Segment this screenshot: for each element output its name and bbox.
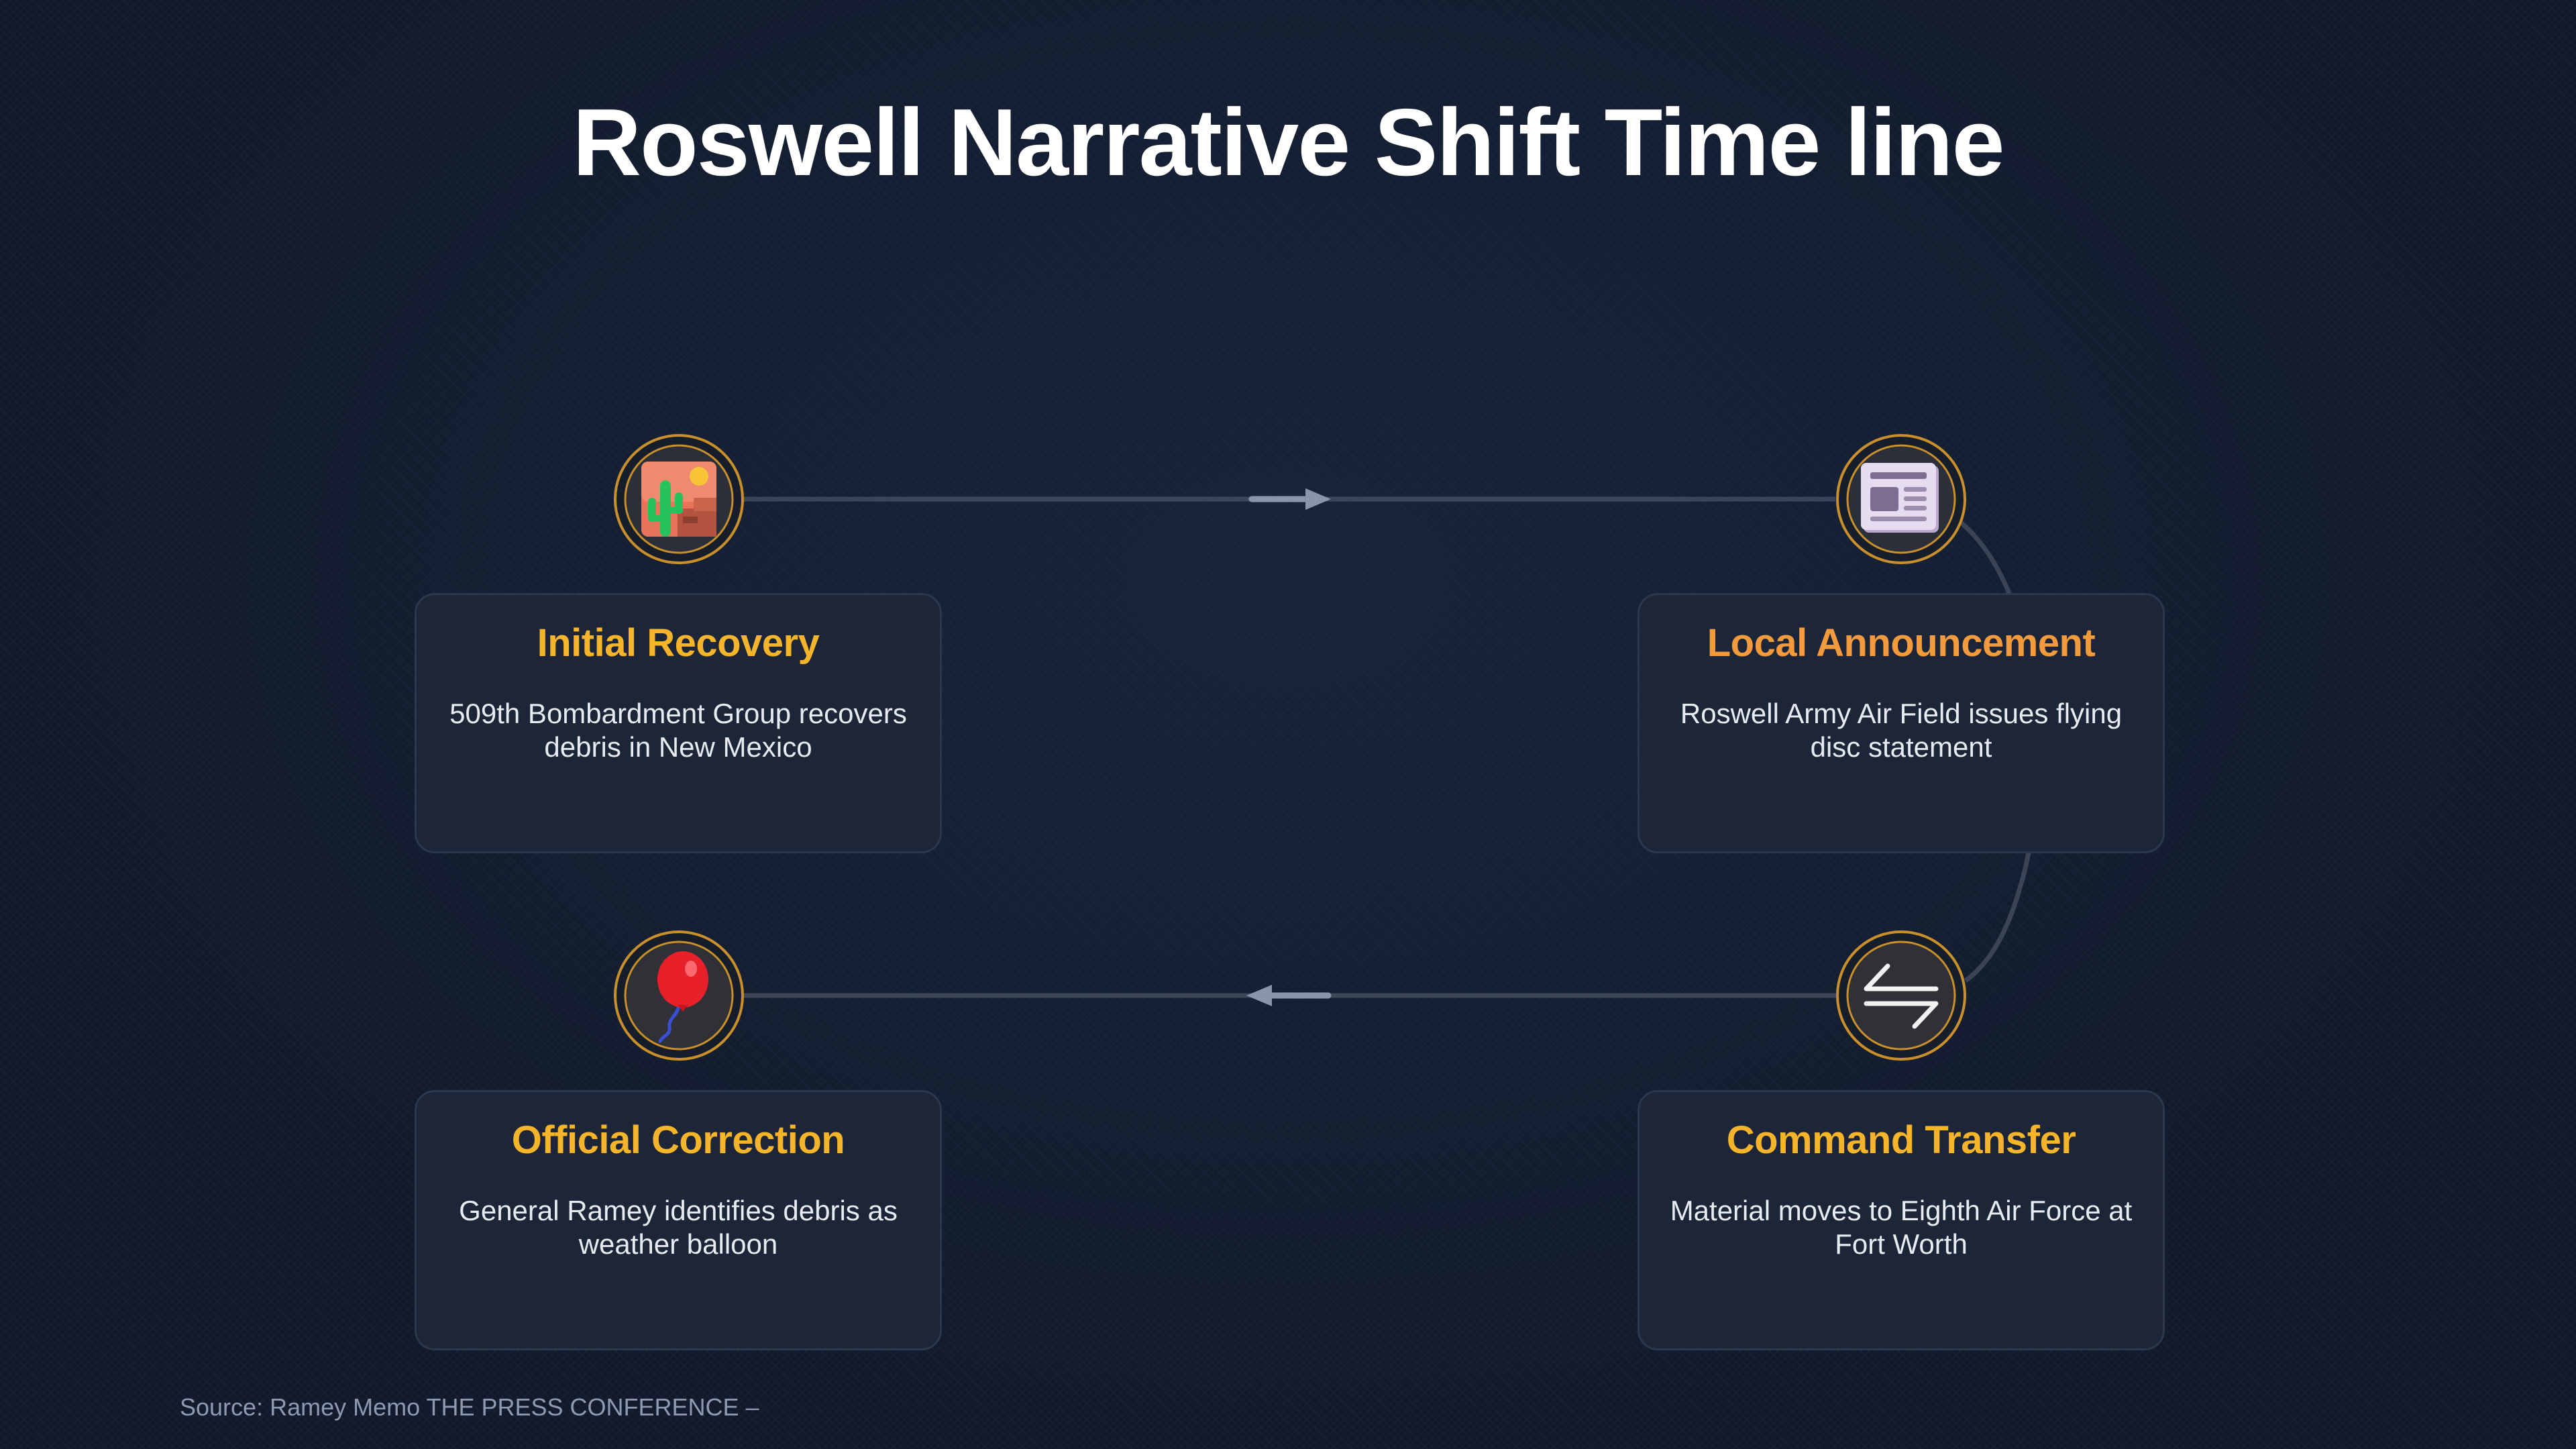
arrow-left-icon	[1246, 985, 1332, 1006]
source-note: Source: Ramey Memo THE PRESS CONFERENCE …	[180, 1393, 759, 1421]
desert-cactus-icon	[614, 434, 744, 564]
red-balloon-icon	[614, 930, 744, 1061]
timeline-node-initial-recovery	[613, 433, 745, 565]
step-description-official-correction: General Ramey identifies debris as weath…	[459, 1195, 898, 1260]
arrow-right-icon	[1248, 488, 1331, 510]
step-card-initial-recovery: Initial Recovery 509th Bombardment Group…	[415, 593, 942, 853]
step-description-command-transfer: Material moves to Eighth Air Force at Fo…	[1670, 1195, 2133, 1260]
step-description-initial-recovery: 509th Bombardment Group recovers debris …	[449, 698, 907, 763]
step-card-local-announcement: Local Announcement Roswell Army Air Fiel…	[1638, 593, 2165, 853]
newspaper-icon	[1836, 434, 1966, 564]
step-title-local-announcement: Local Announcement	[1707, 621, 2096, 665]
step-card-official-correction: Official Correction General Ramey identi…	[415, 1090, 942, 1350]
step-description-local-announcement: Roswell Army Air Field issues flying dis…	[1680, 698, 2123, 763]
timeline-node-command-transfer	[1835, 930, 1967, 1061]
step-title-command-transfer: Command Transfer	[1726, 1118, 2076, 1162]
step-title-official-correction: Official Correction	[511, 1118, 845, 1162]
step-title-initial-recovery: Initial Recovery	[537, 621, 820, 665]
transfer-arrows-icon	[1836, 930, 1966, 1061]
step-card-command-transfer: Command Transfer Material moves to Eight…	[1638, 1090, 2165, 1350]
timeline-node-local-announcement	[1835, 433, 1967, 565]
timeline-node-official-correction	[613, 930, 745, 1061]
page-title: Roswell Narrative Shift Time line	[572, 89, 2004, 196]
